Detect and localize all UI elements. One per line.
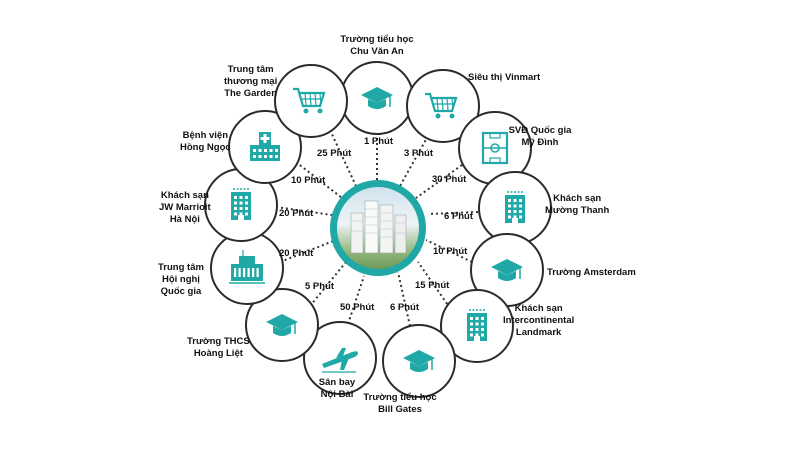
hotel-building-icon <box>440 289 514 363</box>
travel-time-label: 10 Phút <box>291 175 326 186</box>
shopping-cart-icon <box>274 64 348 138</box>
destination-label: Trường tiểu học Bill Gates <box>363 392 437 415</box>
convention-center-icon <box>210 231 284 305</box>
connector-line <box>427 211 479 215</box>
shopping-cart-icon <box>406 69 480 143</box>
destination-label: Trung tâm thương mại The Garden <box>224 64 278 99</box>
apartment-towers-photo-icon <box>337 187 419 269</box>
graduation-cap-icon <box>245 288 319 362</box>
travel-time-label: 6 Phút <box>390 302 420 313</box>
hotel-building-icon <box>478 171 552 245</box>
travel-time-label: 1 Phút <box>364 136 394 147</box>
travel-time-label: 20 Phút <box>279 208 314 219</box>
destination-label: Khách sạn JW Marrioit Hà Nội <box>159 190 211 225</box>
destination-label: SVĐ Quốc gia Mỹ Đình <box>508 125 572 148</box>
destination-label: Khách sạn Intercontinental Landmark <box>503 303 575 338</box>
destination-label: Siêu thị Vinmart <box>468 72 541 83</box>
travel-time-label: 50 Phút <box>340 302 375 313</box>
travel-time-label: 15 Phút <box>415 280 450 291</box>
graduation-cap-icon <box>340 61 414 135</box>
travel-time-label: 20 Phút <box>279 248 314 259</box>
destination-label: Trường THCS Hoàng Liệt <box>187 336 250 359</box>
connector-line <box>329 129 357 187</box>
connector-line <box>399 135 429 187</box>
travel-time-label: 3 Phút <box>404 148 434 159</box>
destination-label: Trường tiểu học Chu Văn An <box>340 34 414 57</box>
destination-label: Khách sạn Mường Thanh <box>545 193 610 216</box>
connector-line <box>417 261 451 309</box>
travel-time-label: 25 Phút <box>317 148 352 159</box>
connector-line <box>347 275 365 325</box>
graduation-cap-icon <box>470 233 544 307</box>
travel-time-label: 10 Phút <box>433 246 468 257</box>
travel-time-label: 30 Phút <box>432 174 467 185</box>
graduation-cap-icon <box>382 324 456 398</box>
connector-line <box>279 239 337 263</box>
connector-line <box>425 239 473 263</box>
central-building <box>330 180 426 276</box>
destination-label: Sân bay Nội Bài <box>318 377 356 400</box>
airplane-icon <box>303 321 377 395</box>
travel-time-label: 6 Phút <box>444 211 474 222</box>
destination-label: Bệnh viện Hồng Ngọc <box>180 130 231 153</box>
hotel-building-icon <box>204 168 278 242</box>
hospital-icon <box>228 110 302 184</box>
travel-time-label: 5 Phút <box>305 281 335 292</box>
connector-line <box>397 271 411 327</box>
destination-label: Trung tâm Hội nghị Quốc gia <box>158 262 204 297</box>
destination-label: Trường Amsterdam <box>547 267 636 278</box>
